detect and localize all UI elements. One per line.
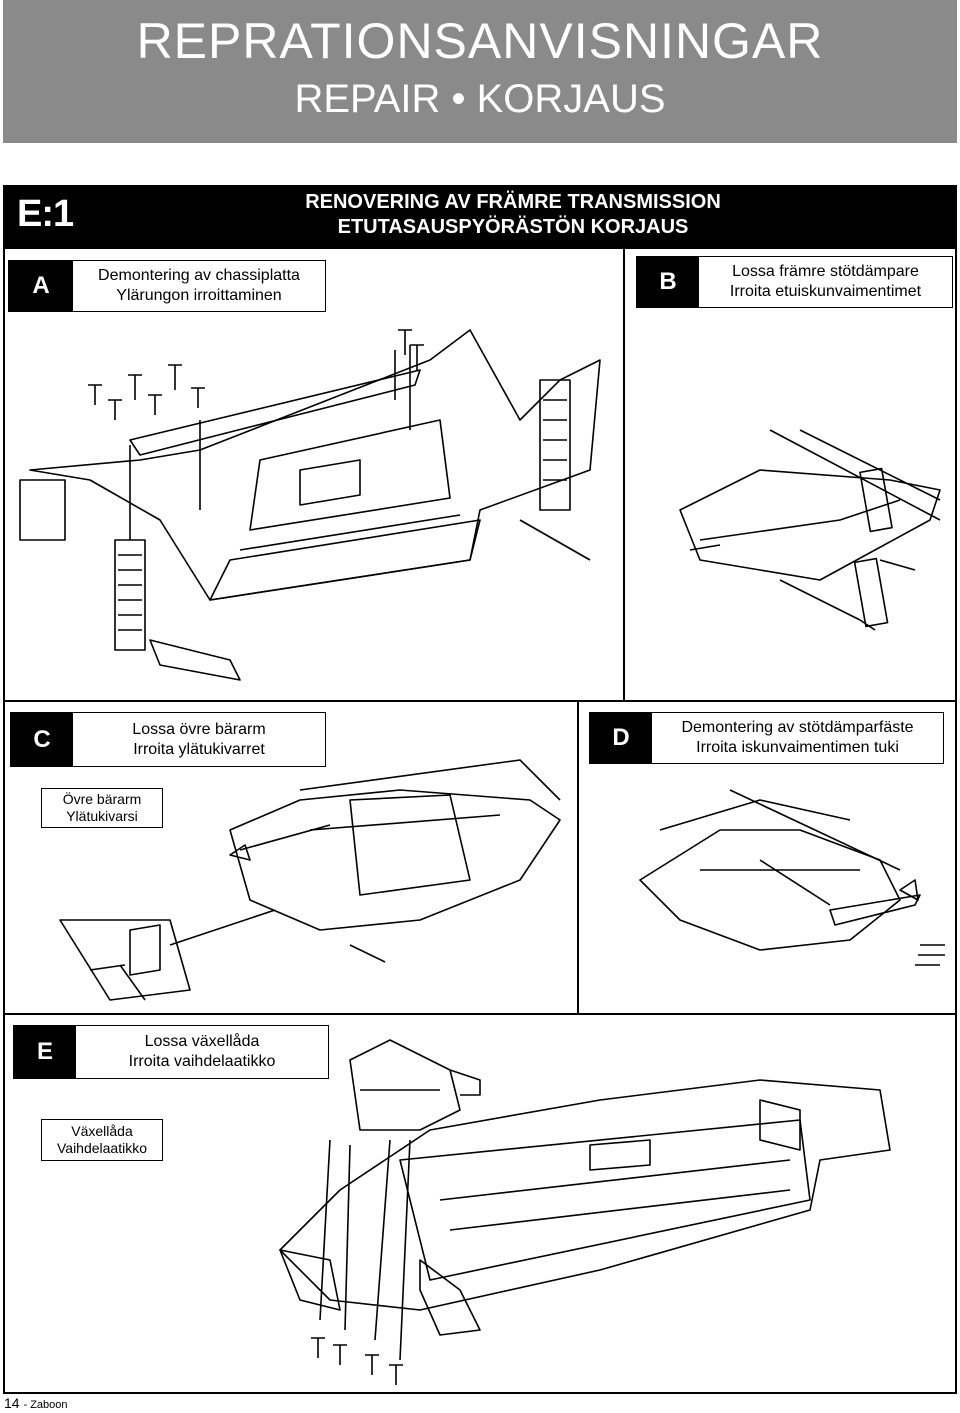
page-title: REPRATIONSANVISNINGAR [136, 13, 824, 69]
section-bar: E:1 RENOVERING AV FRÄMRE TRANSMISSION ET… [3, 185, 957, 247]
step-c-text: Lossa övre bärarm Irroita ylätukivarret [73, 713, 325, 766]
section-code: E:1 [17, 193, 74, 235]
panel-b [623, 247, 957, 702]
callout-upper-arm: Övre bärarm Ylätukivarsi [41, 788, 163, 828]
step-e-letter: E [14, 1026, 76, 1078]
step-a-text: Demontering av chassiplatta Ylärungon ir… [73, 261, 325, 311]
step-d-line2: Irroita iskunvaimentimen tuki [696, 739, 899, 756]
step-b-line1: Lossa främre stötdämpare [732, 263, 919, 280]
screws-e [311, 1337, 403, 1385]
step-b-letter: B [637, 257, 699, 307]
step-d-text: Demontering av stötdämparfäste Irroita i… [652, 713, 943, 763]
page-number: 14 [4, 1395, 20, 1411]
section-title-sv: RENOVERING AV FRÄMRE TRANSMISSION [305, 191, 721, 213]
step-a-line1: Demontering av chassiplatta [98, 267, 300, 284]
step-b-label: B Lossa främre stötdämpare Irroita etuis… [636, 256, 953, 308]
chassis-drawing-c [59, 759, 561, 1001]
screws-a [88, 329, 424, 420]
step-b-text: Lossa främre stötdämpare Irroita etuisku… [699, 257, 952, 307]
step-c-line2: Irroita ylätukivarret [133, 740, 265, 758]
step-a-label: A Demontering av chassiplatta Ylärungon … [8, 260, 326, 312]
step-e-line2: Irroita vaihdelaatikko [128, 1053, 276, 1070]
chassis-drawing-b [679, 429, 941, 631]
callout-upper-arm-sv: Övre bärarm [62, 791, 142, 807]
step-a-letter: A [9, 261, 73, 311]
step-c-label: C Lossa övre bärarm Irroita ylätukivarre… [10, 712, 326, 767]
step-e-label: E Lossa växellåda Irroita vaihdelaatikko [13, 1025, 329, 1079]
step-a-line2: Ylärungon irroittaminen [116, 287, 282, 304]
step-e-line1: Lossa växellåda [144, 1033, 260, 1050]
callout-gearbox-sv: Växellåda [71, 1123, 133, 1139]
page-subtitle: REPAIR • KORJAUS [294, 77, 666, 121]
chassis-drawing-d [639, 789, 945, 966]
callout-gearbox: Växellåda Vaihdelaatikko [41, 1119, 163, 1161]
chassis-drawing-e [279, 1039, 891, 1361]
callout-gearbox-fi: Vaihdelaatikko [56, 1140, 148, 1156]
step-d-line1: Demontering av stötdämparfäste [681, 719, 914, 736]
page-footer: 14 - Zaboon [4, 1395, 68, 1411]
section-title-fi: ETUTASAUSPYÖRÄSTÖN KORJAUS [337, 216, 689, 238]
callout-upper-arm-fi: Ylätukivarsi [66, 808, 138, 824]
page-header: REPRATIONSANVISNINGAR REPAIR • KORJAUS [3, 0, 957, 143]
chassis-drawing-a [19, 329, 601, 681]
step-c-letter: C [11, 713, 73, 766]
step-d-letter: D [590, 713, 652, 763]
step-b-line2: Irroita etuiskunvaimentimet [729, 283, 922, 300]
brand-name: - Zaboon [23, 1399, 68, 1411]
step-d-label: D Demontering av stötdämparfäste Irroita… [589, 712, 944, 764]
step-c-line1: Lossa övre bärarm [132, 720, 266, 738]
step-e-text: Lossa växellåda Irroita vaihdelaatikko [76, 1026, 328, 1078]
